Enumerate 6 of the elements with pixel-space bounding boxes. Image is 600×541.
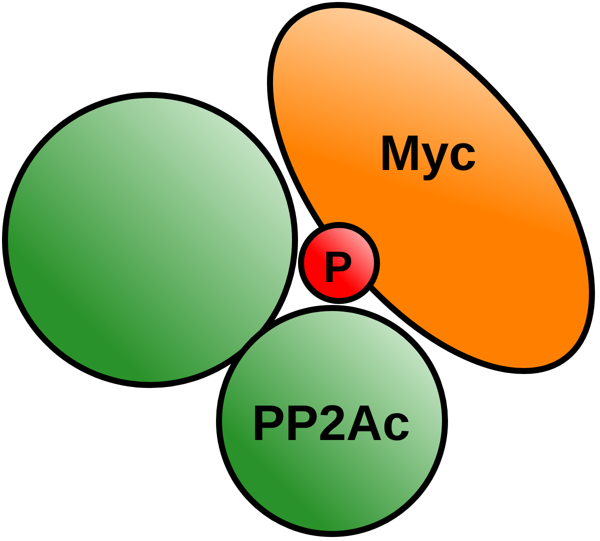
- protein-circle: [216, 305, 448, 537]
- phosphate-circle: [298, 222, 380, 304]
- phosphate-label: P: [323, 246, 353, 290]
- protein-circle: [2, 92, 298, 388]
- protein-label: Myc: [379, 128, 477, 178]
- protein-label: PP2Ac: [252, 398, 410, 448]
